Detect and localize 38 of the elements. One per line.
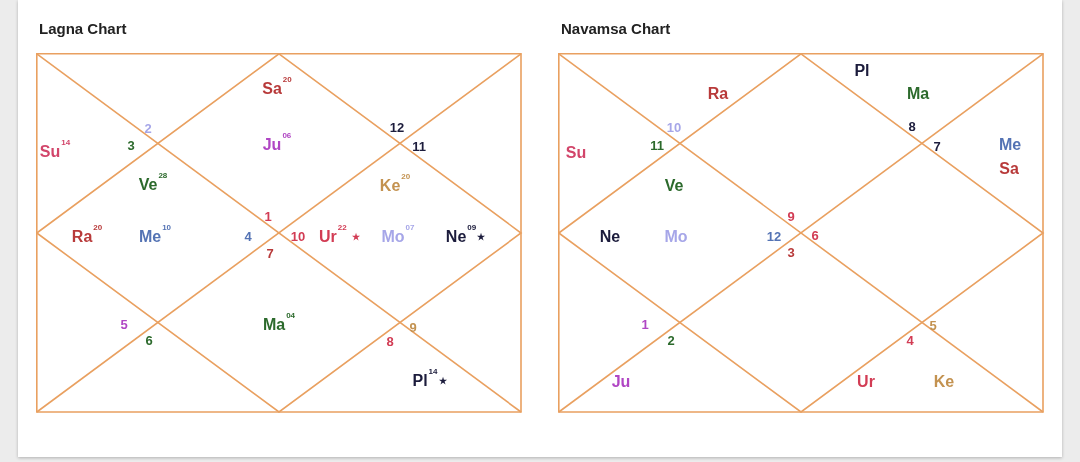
house-number: 10 [666,120,682,134]
planet-label: Su [565,145,587,161]
planet-label: Sa [999,161,1019,177]
house-number: 4 [906,333,914,347]
house-number: 8 [908,119,916,133]
house-number: 2 [667,333,675,347]
house-number: 2 [144,121,152,135]
planet-label: Me [998,137,1022,153]
house-number: 5 [929,318,937,332]
house-number: 6 [145,333,153,347]
planet-label: Pl [854,63,870,79]
house-number: 4 [244,229,252,243]
house-number: 9 [787,209,795,223]
house-number: 1 [264,209,272,223]
house-number: 5 [120,317,128,331]
house-number: 3 [787,245,795,259]
planet-label: Ju [611,374,631,390]
house-number: 8 [386,334,394,348]
house-number: 10 [290,229,306,243]
house-number: 7 [266,246,274,260]
house-number: 9 [409,320,417,334]
planet-label: Ma [906,86,930,102]
house-number: 1 [641,317,649,331]
planet-label: Ur [857,374,875,390]
planet-label: Mo [664,229,688,245]
planet-label: Ke [933,374,955,390]
planet-label: Ve [664,178,684,194]
planet-label: Ra [707,86,729,102]
house-number: 12 [389,120,405,134]
chart-title: Navamsa Chart [561,20,671,37]
house-number: 11 [650,138,664,152]
planet-label: Ne [599,229,621,245]
house-number: 11 [412,139,426,153]
chart-title: Lagna Chart [39,20,127,37]
house-number: 7 [933,139,941,153]
house-number: 3 [127,138,135,152]
house-number: 12 [766,229,782,243]
house-number: 6 [811,228,819,242]
